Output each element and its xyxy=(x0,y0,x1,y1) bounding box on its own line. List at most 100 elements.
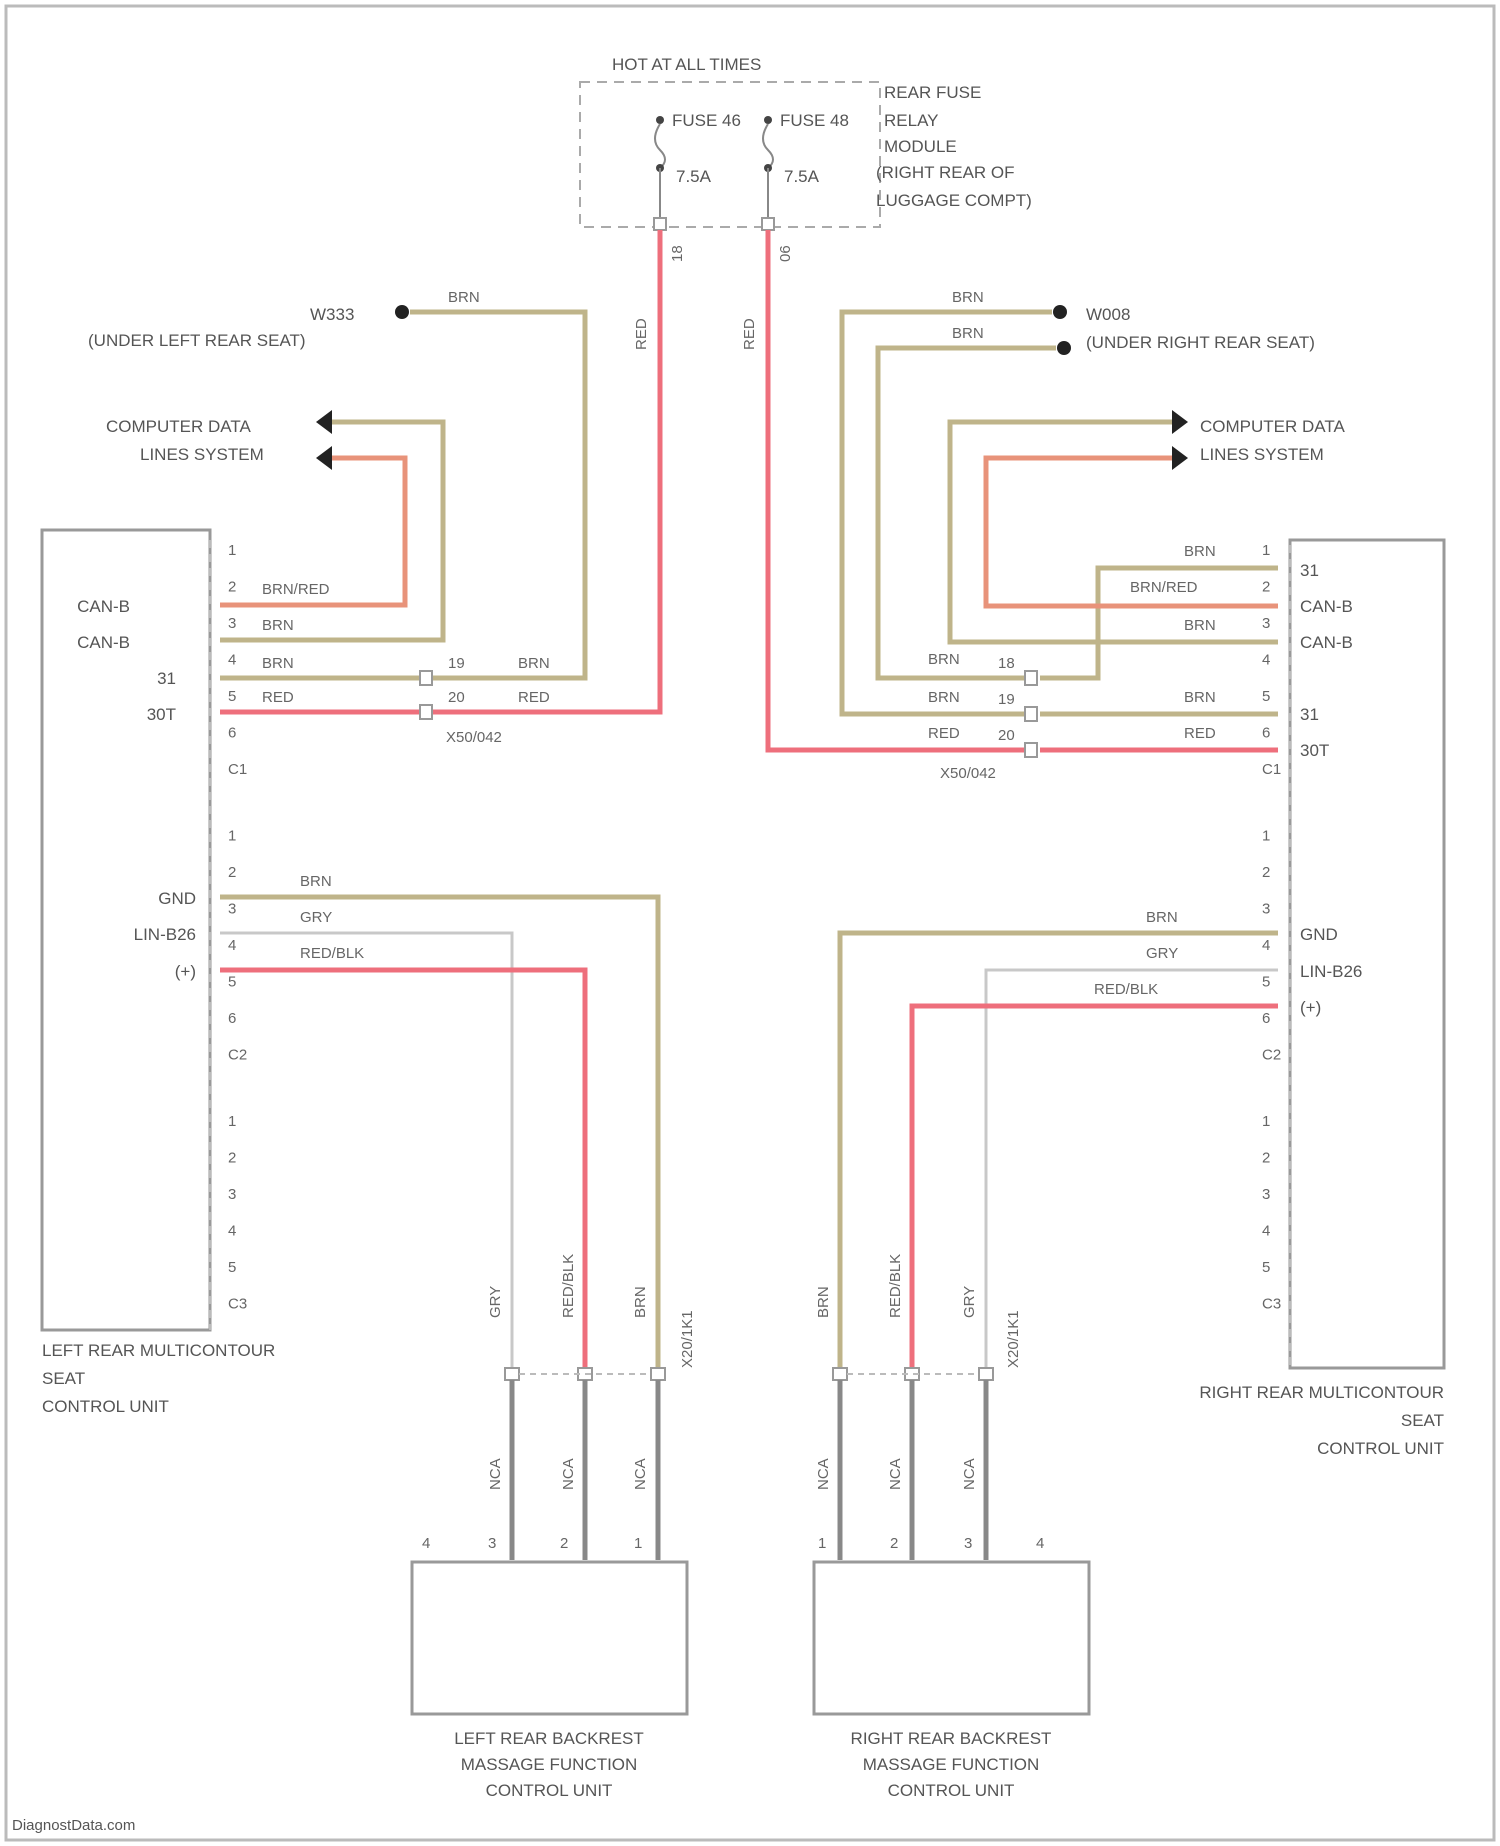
left-pin-c3-4: 5 xyxy=(228,1259,236,1276)
ground-w333-loc: (UNDER LEFT REAR SEAT) xyxy=(88,331,306,350)
ground-w008-icon-2 xyxy=(1057,341,1071,355)
right-x50-pin19 xyxy=(1025,707,1037,721)
fuse-module-outline xyxy=(580,82,880,227)
svg-text:RED: RED xyxy=(518,689,550,706)
module-line-4: (RIGHT REAR OF xyxy=(876,163,1015,182)
left-feed-red-label: RED xyxy=(633,318,650,350)
left-ground-wire xyxy=(410,312,585,678)
right-massage-unit-box xyxy=(814,1562,1089,1714)
right-x50-pin20 xyxy=(1025,743,1037,757)
left-cdl-line1: COMPUTER DATA xyxy=(106,417,251,436)
right-pin-c3-1: 2 xyxy=(1262,1150,1270,1167)
right-pin-c2-4: 5 xyxy=(1262,974,1270,991)
left-pin-c1-6: C1 xyxy=(228,761,247,778)
right-pin-c3-3: 4 xyxy=(1262,1223,1270,1240)
module-line-5: LUGGAGE COMPT) xyxy=(876,191,1032,210)
right-wiring: RED BRN BRN W008 (UNDER RIGHT REAR SEAT)… xyxy=(741,230,1345,1560)
left-pin-c1-2: 3 xyxy=(228,615,236,632)
fuse-46-amp: 7.5A xyxy=(676,167,712,186)
right-signal-30t: 30T xyxy=(1300,741,1329,760)
svg-text:BRN: BRN xyxy=(1184,617,1216,634)
ground-w333-icon xyxy=(395,305,409,319)
svg-text:BRN: BRN xyxy=(1146,909,1178,926)
right-pin-c1-4: 5 xyxy=(1262,688,1270,705)
left-pin-c1-1: 2 xyxy=(228,579,236,596)
svg-text:BRN: BRN xyxy=(632,1286,649,1318)
left-signal-30t: 30T xyxy=(147,705,176,724)
right-pin-c1-2: 3 xyxy=(1262,615,1270,632)
svg-text:BRN: BRN xyxy=(262,655,294,672)
svg-text:3: 3 xyxy=(488,1535,496,1552)
fuse-48-label: FUSE 48 xyxy=(780,111,849,130)
left-massage-unit-box xyxy=(412,1562,687,1714)
left-unit-label-3: CONTROL UNIT xyxy=(42,1397,169,1416)
left-pin-c2-3: 4 xyxy=(228,937,236,954)
svg-text:RED: RED xyxy=(1184,725,1216,742)
fuse-46-label: FUSE 46 xyxy=(672,111,741,130)
right-pin-c2-1: 2 xyxy=(1262,864,1270,881)
right-unit-label-3: CONTROL UNIT xyxy=(1317,1439,1444,1458)
left-pin-c3-5: C3 xyxy=(228,1296,247,1313)
left-cdl-line2: LINES SYSTEM xyxy=(140,445,264,464)
svg-text:RED: RED xyxy=(262,689,294,706)
right-pin-c1-6: C1 xyxy=(1262,761,1281,778)
right-cdl-arrow-1 xyxy=(1172,410,1188,434)
left-pin-c3-0: 1 xyxy=(228,1113,236,1130)
right-rear-seat-control-unit: 123456C1123456C212345C3 31 CAN-B CAN-B 3… xyxy=(1199,540,1444,1458)
svg-text:NCA: NCA xyxy=(487,1458,504,1490)
left-lin-wire xyxy=(220,933,512,1370)
svg-text:BRN: BRN xyxy=(952,289,984,306)
svg-text:GRY: GRY xyxy=(1146,945,1178,962)
svg-text:BRN: BRN xyxy=(815,1286,832,1318)
svg-text:BRN: BRN xyxy=(1184,689,1216,706)
svg-text:RED/BLK: RED/BLK xyxy=(887,1254,904,1318)
left-signal-canb-2: CAN-B xyxy=(77,633,130,652)
right-lin-wire xyxy=(986,970,1278,1370)
svg-text:19: 19 xyxy=(998,691,1015,708)
svg-text:19: 19 xyxy=(448,655,465,672)
left-massage-control-unit: 4 3 2 1 LEFT REAR BACKREST MASSAGE FUNCT… xyxy=(412,1535,687,1800)
right-pin-c3-2: 3 xyxy=(1262,1186,1270,1203)
left-pin-c2-1: 2 xyxy=(228,864,236,881)
left-x50-connector-label: X50/042 xyxy=(446,729,502,746)
right-pin-c1-3: 4 xyxy=(1262,652,1270,669)
right-pin-c1-1: 2 xyxy=(1262,579,1270,596)
right-cdl-line2: LINES SYSTEM xyxy=(1200,445,1324,464)
left-massage-label-2: MASSAGE FUNCTION xyxy=(461,1755,638,1774)
left-massage-label-3: CONTROL UNIT xyxy=(486,1781,613,1800)
diagram-border xyxy=(6,6,1494,1840)
left-cdl-arrow-1 xyxy=(316,410,332,434)
right-signal-31-a: 31 xyxy=(1300,561,1319,580)
ground-w008-icon-1 xyxy=(1053,305,1067,319)
left-signal-canb-1: CAN-B xyxy=(77,597,130,616)
right-massage-control-unit: 1 2 3 4 RIGHT REAR BACKREST MASSAGE FUNC… xyxy=(814,1535,1089,1800)
left-pin-c2-2: 3 xyxy=(228,901,236,918)
right-feed-red-label: RED xyxy=(741,318,758,350)
left-signal-lin: LIN-B26 xyxy=(134,925,196,944)
fuse-pin-left: 18 xyxy=(669,245,686,262)
right-massage-label-2: MASSAGE FUNCTION xyxy=(863,1755,1040,1774)
right-pin-c3-0: 1 xyxy=(1262,1113,1270,1130)
svg-text:4: 4 xyxy=(1036,1535,1044,1552)
svg-text:NCA: NCA xyxy=(560,1458,577,1490)
svg-text:BRN: BRN xyxy=(928,689,960,706)
svg-text:BRN: BRN xyxy=(518,655,550,672)
left-signal-gnd: GND xyxy=(158,889,196,908)
svg-text:NCA: NCA xyxy=(815,1458,832,1490)
svg-text:X20/1K1: X20/1K1 xyxy=(1005,1310,1022,1368)
right-control-unit-box xyxy=(1290,540,1444,1368)
left-signal-31: 31 xyxy=(157,669,176,688)
ground-w008-loc: (UNDER RIGHT REAR SEAT) xyxy=(1086,333,1315,352)
module-line-3: MODULE xyxy=(884,137,957,156)
fuse-pin-right: 06 xyxy=(777,245,794,262)
hot-at-all-times-label: HOT AT ALL TIMES xyxy=(612,55,761,74)
right-massage-label-3: CONTROL UNIT xyxy=(888,1781,1015,1800)
right-signal-plus: (+) xyxy=(1300,998,1321,1017)
left-pin-c1-4: 5 xyxy=(228,688,236,705)
fuse-48-symbol xyxy=(763,116,773,172)
svg-text:RED: RED xyxy=(928,725,960,742)
svg-text:1: 1 xyxy=(634,1535,642,1552)
right-cdl-arrow-2 xyxy=(1172,446,1188,470)
svg-text:NCA: NCA xyxy=(632,1458,649,1490)
